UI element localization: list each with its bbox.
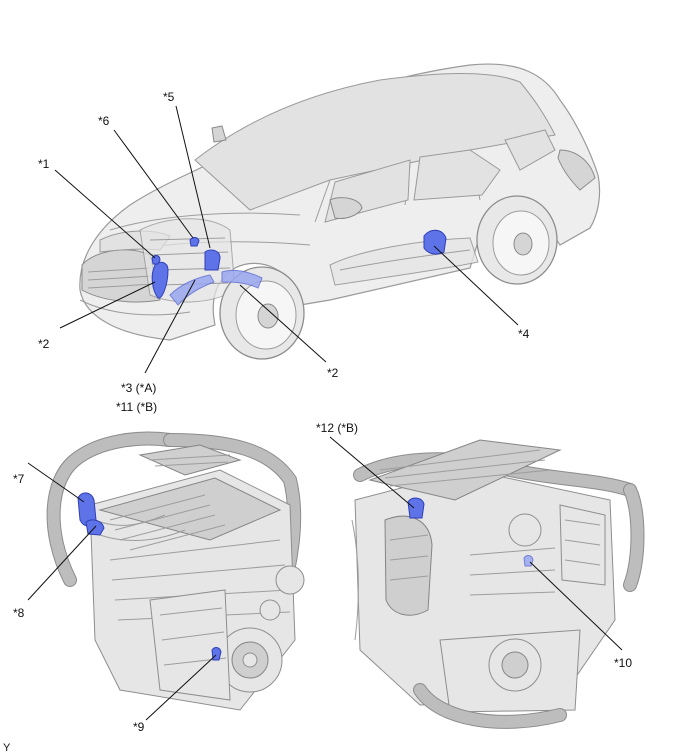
vehicle-illustration <box>79 63 601 360</box>
corner-mark: Y <box>3 742 11 754</box>
callout-6: *6 <box>98 114 110 128</box>
callout-12: *12 (*B) <box>316 421 359 435</box>
engine-left-illustration <box>46 431 305 711</box>
callout-2-right: *2 <box>327 366 339 380</box>
vehicle-highlighted-parts <box>151 229 447 306</box>
callout-9: *9 <box>133 720 145 734</box>
vehicle-part-4 <box>423 229 447 255</box>
vehicle-part-2-right <box>221 269 263 289</box>
callout-3: *3 (*A) <box>121 381 157 395</box>
leader-lines <box>27 105 623 721</box>
vehicle-part-5 <box>204 249 221 271</box>
vehicle-part-6 <box>189 237 200 247</box>
callout-10: *10 <box>614 656 633 670</box>
engine-part-10 <box>523 555 534 567</box>
engine-right-illustration <box>351 439 645 729</box>
vehicle-part-2-left <box>151 261 169 299</box>
callout-4: *4 <box>518 327 530 341</box>
callout-5: *5 <box>163 90 175 104</box>
callout-7: *7 <box>13 472 25 486</box>
callout-1: *1 <box>38 157 50 171</box>
callout-2-left: *2 <box>38 337 50 351</box>
callout-11: *11 (*B) <box>116 400 158 414</box>
vehicle-part-3 <box>169 274 215 306</box>
callout-8: *8 <box>13 606 25 620</box>
engine-part-12 <box>407 497 425 519</box>
engine-right-highlighted-parts <box>407 497 534 567</box>
